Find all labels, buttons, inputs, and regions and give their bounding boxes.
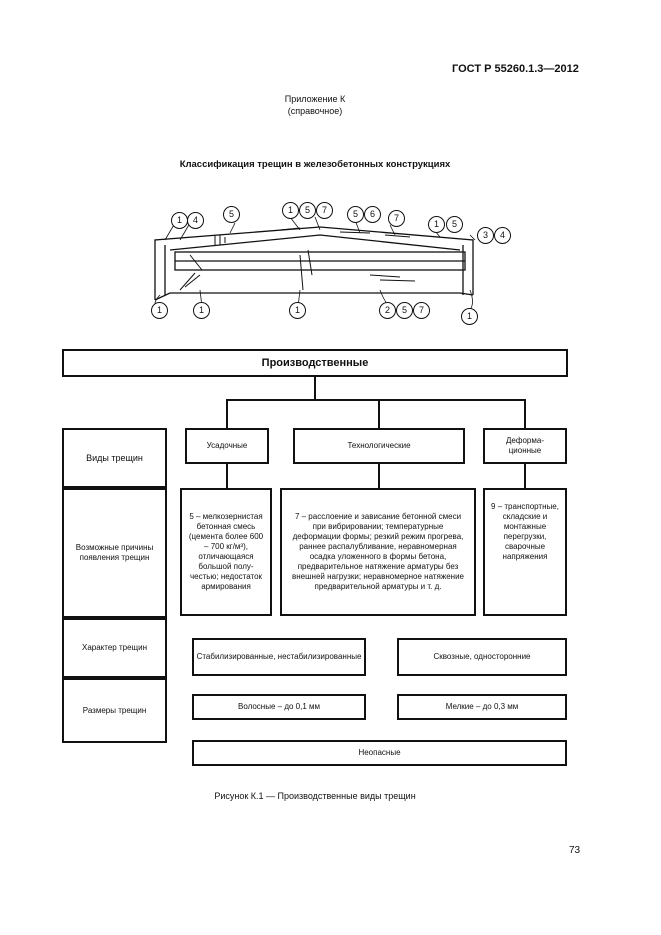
connector-line — [524, 399, 526, 428]
callout-circle: 1 — [428, 216, 445, 233]
callout-circle: 2 — [379, 302, 396, 319]
row-label-causes: Возможные причины появления трещин — [62, 488, 167, 618]
callout-circle: 5 — [347, 206, 364, 223]
size-small-box: Мелкие – до 0,3 мм — [397, 694, 567, 720]
callout-circle: 1 — [282, 202, 299, 219]
callout-circle: 7 — [413, 302, 430, 319]
standard-number: ГОСТ Р 55260.1.3—2012 — [452, 63, 579, 75]
callout-circle: 1 — [151, 302, 168, 319]
connector-line — [378, 464, 380, 488]
annex-title: Приложение К — [284, 94, 346, 104]
type-deformation-box: Деформа-ционные — [483, 428, 567, 464]
root-category-box: Производственные — [62, 349, 568, 377]
connector-line — [378, 399, 380, 428]
page-number: 73 — [569, 845, 581, 856]
annex-heading: Приложение К (справочное) — [230, 93, 400, 117]
callout-circle: 5 — [446, 216, 463, 233]
cause-technological-box: 7 – расслоение и зависание бетонной смес… — [280, 488, 476, 616]
callout-circle: 1 — [289, 302, 306, 319]
type-technological-box: Технологические — [293, 428, 465, 464]
connector-line — [524, 464, 526, 488]
callout-circle: 7 — [388, 210, 405, 227]
callout-circle: 5 — [396, 302, 413, 319]
row-label-character: Характер трещин — [62, 618, 167, 678]
connector-line — [226, 399, 228, 428]
callout-circle: 6 — [364, 206, 381, 223]
callout-circle: 1 — [171, 212, 188, 229]
size-hairline-box: Волосные – до 0,1 мм — [192, 694, 366, 720]
non-dangerous-box: Неопасные — [192, 740, 567, 766]
annex-note: (справочное) — [287, 106, 343, 116]
connector-line — [226, 464, 228, 488]
character-stability-box: Стабилизированные, нестабилизированные — [192, 638, 366, 676]
character-through-box: Сквозные, односторонние — [397, 638, 567, 676]
cause-deformation-box: 9 – транспортные, складские и монтажные … — [483, 488, 567, 616]
type-shrinkage-box: Усадочные — [185, 428, 269, 464]
connector-line — [226, 399, 526, 401]
row-label-sizes: Размеры трещин — [62, 678, 167, 743]
cause-shrinkage-box: 5 – мелкозернистая бетонная смесь (цемен… — [180, 488, 272, 616]
cause-deformation-text: 9 – транспортные, складские и монтажные … — [491, 502, 559, 561]
callout-circle: 3 — [477, 227, 494, 244]
section-title: Классификация трещин в железобетонных ко… — [179, 159, 451, 170]
connector-line — [314, 377, 316, 400]
figure-caption: Рисунок К.1 — Производственные виды трещ… — [214, 791, 416, 801]
callout-circle: 4 — [494, 227, 511, 244]
callout-circle: 4 — [187, 212, 204, 229]
row-label-types: Виды трещин — [62, 428, 167, 488]
callout-circle: 1 — [461, 308, 478, 325]
callout-circle: 5 — [223, 206, 240, 223]
callout-circle: 7 — [316, 202, 333, 219]
callout-circle: 5 — [299, 202, 316, 219]
callout-circle: 1 — [193, 302, 210, 319]
